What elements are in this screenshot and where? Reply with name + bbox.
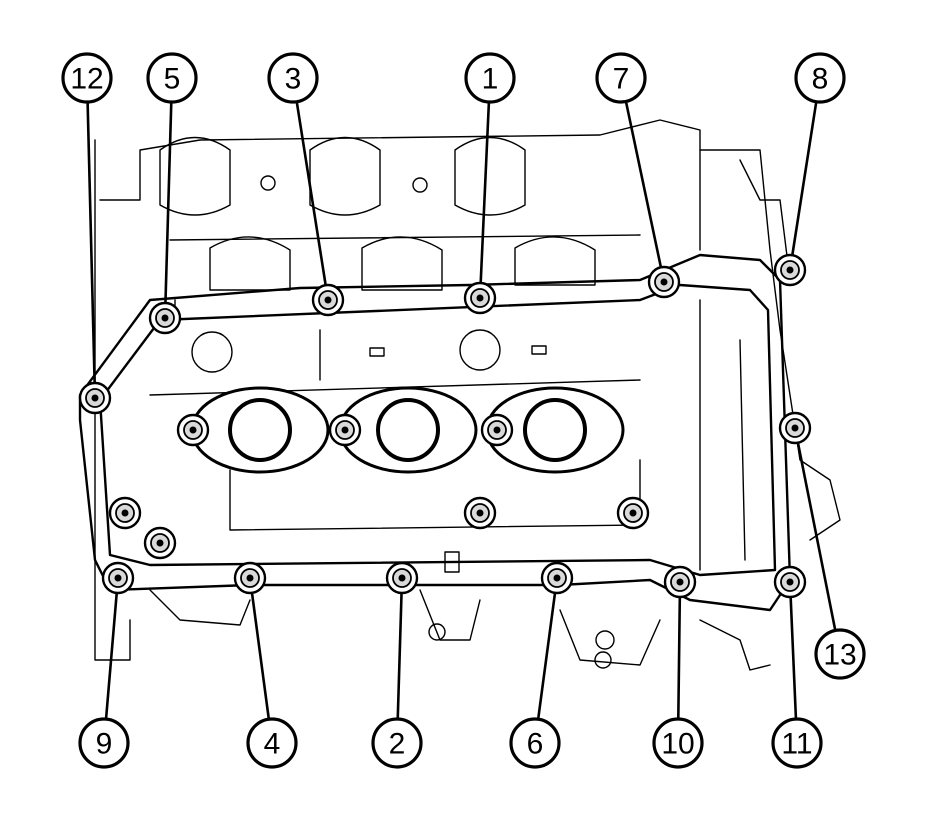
leader-line-8	[788, 101, 818, 271]
leader-line-10	[676, 581, 682, 720]
bolt-unlabeled-4	[480, 413, 514, 447]
callout-number: 13	[823, 639, 856, 672]
leader-line-3	[295, 101, 330, 301]
callout-circle	[652, 717, 704, 769]
callout-circle	[595, 52, 647, 104]
leader-line-7	[624, 101, 666, 283]
callout-number: 7	[613, 63, 630, 96]
callout-number: 12	[70, 63, 103, 96]
numbered-bolts	[78, 253, 812, 599]
callout-5: 5	[146, 52, 198, 104]
leader-line-9	[104, 577, 120, 720]
bolt-unlabeled-6	[616, 496, 650, 530]
callout-circle	[794, 52, 846, 104]
callout-9: 9	[78, 717, 130, 769]
bolt-unlabeled-7	[143, 526, 177, 560]
callout-8: 8	[794, 52, 846, 104]
callout-13: 13	[814, 628, 866, 680]
bolt-unlabeled-5	[463, 496, 497, 530]
bolt-8	[773, 253, 807, 287]
callout-circle	[267, 52, 319, 104]
bolt-5	[148, 301, 182, 335]
callout-6: 6	[509, 717, 561, 769]
callout-number: 4	[264, 728, 281, 761]
leader-lines	[86, 101, 837, 720]
unlabeled-bolts	[108, 413, 650, 560]
callout-10: 10	[652, 717, 704, 769]
callout-circle	[61, 52, 113, 104]
leader-line-13	[793, 427, 837, 631]
callout-12: 12	[61, 52, 113, 104]
callout-number: 6	[527, 728, 544, 761]
callout-circle	[464, 52, 516, 104]
callout-circle	[246, 717, 298, 769]
spark-plug-hole-center	[338, 386, 478, 474]
engine-block-outline	[94, 119, 841, 671]
leader-line-5	[163, 101, 173, 319]
bolt-unlabeled-3	[328, 413, 362, 447]
callout-2: 2	[371, 717, 423, 769]
callout-11: 11	[771, 717, 823, 769]
bolt-13	[778, 411, 812, 445]
callout-circle	[146, 52, 198, 104]
bolt-unlabeled-2	[176, 413, 210, 447]
callout-number: 8	[812, 63, 829, 96]
bolt-3	[311, 283, 345, 317]
callout-4: 4	[246, 717, 298, 769]
leader-line-12	[86, 101, 97, 399]
bolt-9	[101, 561, 135, 595]
spark-plug-hole-left	[190, 386, 330, 474]
leader-line-4	[248, 577, 271, 720]
callout-circle	[814, 628, 866, 680]
bolt-12	[78, 381, 112, 415]
callout-number: 2	[389, 728, 406, 761]
callout-number: 10	[661, 728, 694, 761]
callout-number: 5	[164, 63, 181, 96]
callout-number: 11	[781, 728, 812, 761]
bolt-11	[773, 565, 807, 599]
bolt-2	[385, 561, 419, 595]
callout-1: 1	[464, 52, 516, 104]
leader-line-1	[478, 101, 491, 299]
leader-line-2	[396, 577, 404, 720]
callout-circle	[371, 717, 423, 769]
leader-line-6	[536, 577, 559, 720]
callout-labels: 12 5 3 1 7 8 13 9 4 2 6 10 11	[61, 52, 866, 769]
leader-line-11	[788, 581, 798, 720]
bolt-10	[663, 565, 697, 599]
callout-number: 1	[482, 63, 499, 96]
callout-7: 7	[595, 52, 647, 104]
bolt-6	[540, 561, 574, 595]
spark-plug-hole-right	[485, 386, 625, 474]
callout-number: 9	[96, 728, 113, 761]
callout-3: 3	[267, 52, 319, 104]
callout-number: 3	[285, 63, 302, 96]
bolt-4	[233, 561, 267, 595]
bolt-1	[463, 281, 497, 315]
bolt-unlabeled-1	[108, 496, 142, 530]
bolt-7	[647, 265, 681, 299]
callout-circle	[509, 717, 561, 769]
callout-circle	[771, 717, 823, 769]
callout-circle	[78, 717, 130, 769]
